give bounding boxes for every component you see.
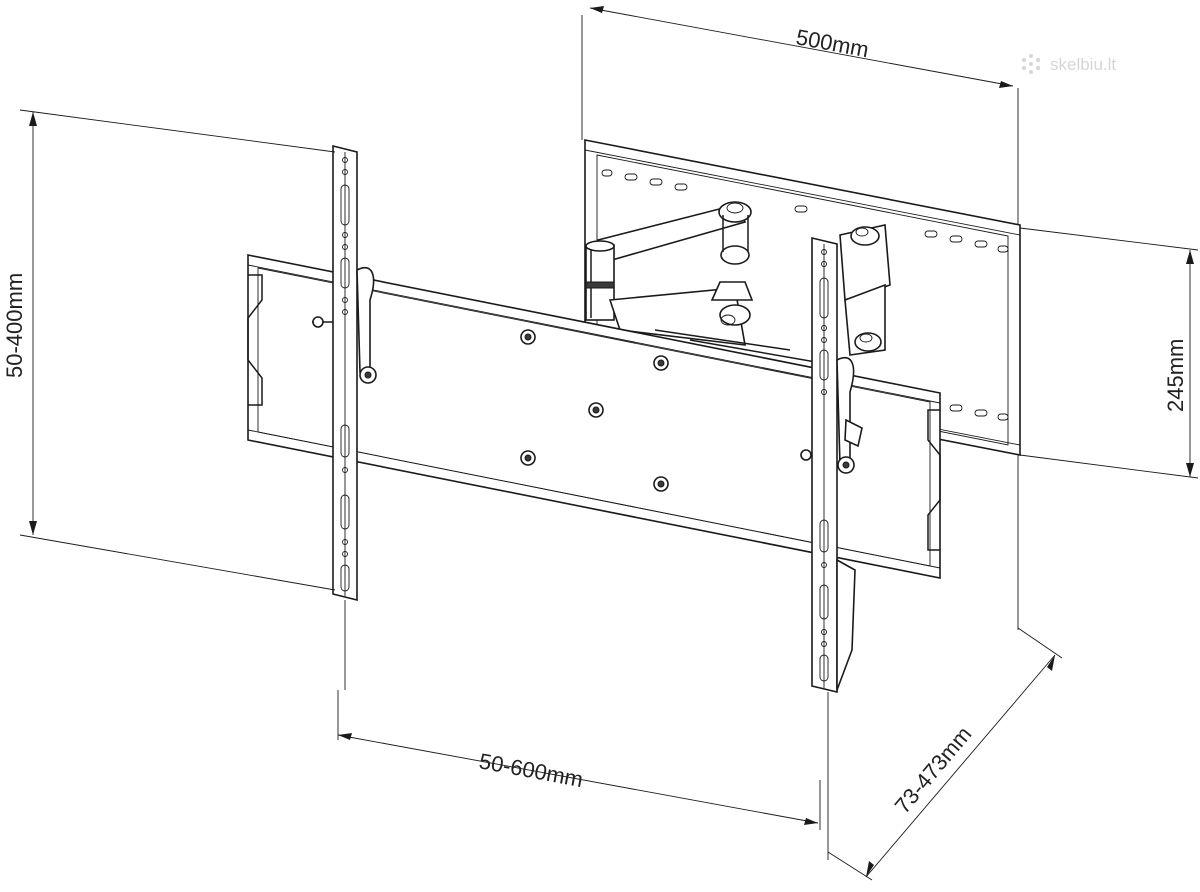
articulating-arms bbox=[585, 201, 891, 369]
dimension-label-245mm: 245mm bbox=[1163, 339, 1188, 412]
dimension-height-right: 245mm bbox=[1019, 227, 1199, 479]
watermark: skelbiu.lt bbox=[1022, 54, 1116, 74]
left-bracket-holes bbox=[340, 157, 350, 592]
dimension-height-left: 50-400mm bbox=[2, 109, 336, 591]
left-vertical-bracket bbox=[312, 144, 377, 690]
dimension-label-500mm: 500mm bbox=[794, 24, 871, 62]
right-bracket-holes bbox=[819, 249, 829, 682]
plate-bolts bbox=[520, 329, 812, 492]
dimension-width-bottom: 50-600mm bbox=[337, 690, 821, 830]
dimension-label-50-600mm: 50-600mm bbox=[477, 748, 585, 792]
right-vertical-bracket bbox=[811, 236, 863, 860]
watermark-text: skelbiu.lt bbox=[1050, 55, 1116, 74]
wall-plate-slots-top bbox=[601, 169, 1009, 253]
dimension-label-73-473mm: 73-473mm bbox=[890, 722, 977, 819]
watermark-logo-icon bbox=[1022, 54, 1040, 74]
dimension-label-50-400mm: 50-400mm bbox=[2, 273, 27, 378]
wall-plate-slots-bottom bbox=[949, 404, 1009, 421]
